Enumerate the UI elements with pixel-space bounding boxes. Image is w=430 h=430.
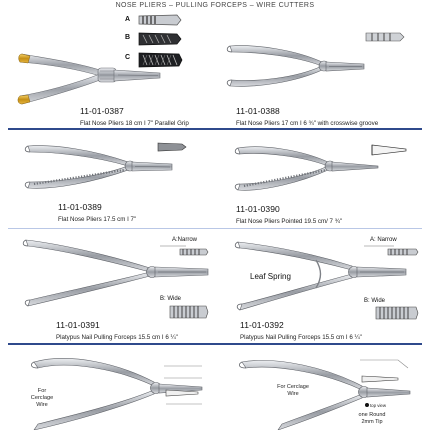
tip-row-b: B xyxy=(125,32,185,46)
tip-letter: A xyxy=(125,16,131,23)
tip-row-a: A xyxy=(125,14,185,28)
product-code: 11-01-0390 xyxy=(236,204,280,214)
cerclage-wire-label: For Cerclage Wire xyxy=(30,388,54,408)
pliers-image-0389 xyxy=(24,145,173,189)
jaw-tip-legend: A B C xyxy=(125,14,185,72)
cerclage-wire-label: For Cerclage Wire xyxy=(277,384,309,397)
product-description: Flat Nose Pliers 18 cm I 7" Parallel Gri… xyxy=(80,120,189,127)
product-description: Platypus Nail Pulling Forceps 15.5 cm I … xyxy=(240,334,362,341)
product-code: 11-01-0392 xyxy=(240,320,284,330)
page-header: NOSE PLIERS – PULLING FORCEPS – WIRE CUT… xyxy=(115,2,315,9)
narrow-label: A:Narrow xyxy=(172,237,198,243)
jaw-detail-0388-icon xyxy=(365,32,405,42)
jaw-detail-0389-icon xyxy=(157,142,187,152)
tip-letter: C xyxy=(125,54,131,61)
tip-b-icon xyxy=(138,32,182,46)
narrow-label: A: Narrow xyxy=(370,237,397,243)
tip-a-icon xyxy=(138,14,182,26)
row-divider xyxy=(8,343,422,345)
product-code: 11-01-0389 xyxy=(58,202,102,212)
jaw-detail-cerclage-2-icon xyxy=(360,359,409,383)
tip-letter: B xyxy=(125,34,131,41)
pliers-image-0390 xyxy=(234,146,379,191)
jaw-detail-cerclage-1-icon xyxy=(164,365,202,405)
wide-label: B: Wide xyxy=(160,296,182,302)
narrow-tip-icon xyxy=(160,245,209,256)
product-code: 11-01-0388 xyxy=(236,106,280,116)
product-description: Flat Nose Pliers 17 cm I 6 ¾" with cross… xyxy=(236,120,379,127)
pliers-image-0388 xyxy=(226,45,365,87)
product-code: 11-01-0391 xyxy=(56,320,100,330)
product-description: Flat Nose Pliers Pointed 19.5 cm/ 7 ¾" xyxy=(236,218,343,225)
product-description: Platypus Nail Pulling Forceps 15.5 cm I … xyxy=(56,334,178,341)
tip-row-c: C xyxy=(125,52,185,68)
tip-c-icon xyxy=(138,52,183,68)
pliers-image-0392 xyxy=(234,241,407,311)
product-description: Flat Nose Pliers 17.5 cm I 7" xyxy=(58,216,137,223)
pliers-image-0387 xyxy=(17,53,161,105)
row-divider xyxy=(8,128,422,130)
wide-tip-icon xyxy=(169,305,209,319)
wide-tip-icon xyxy=(375,306,419,320)
wide-label: B: Wide xyxy=(364,298,386,304)
leaf-spring-label: Leaf Spring xyxy=(250,272,291,281)
product-code: 11-01-0387 xyxy=(80,106,124,116)
narrow-tip-icon xyxy=(364,245,419,256)
pliers-image-cerclage-2 xyxy=(239,360,411,430)
top-view-label: top view xyxy=(369,403,387,408)
round-tip-label: one Round 2mm Tip xyxy=(358,412,386,425)
pliers-image-0391 xyxy=(22,239,209,307)
round-tip-dot-icon xyxy=(365,403,369,407)
row-divider xyxy=(8,228,422,229)
jaw-detail-0390-icon xyxy=(371,144,407,156)
